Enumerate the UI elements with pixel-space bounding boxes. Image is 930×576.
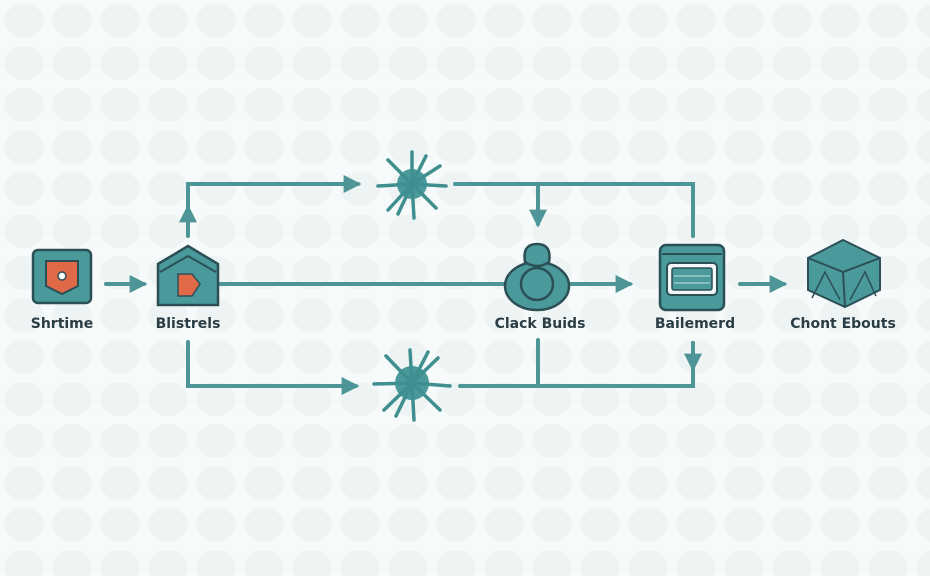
- blistrels-house-icon[interactable]: [156, 244, 220, 307]
- node-label-clack-buids: Clack Buids: [494, 316, 586, 332]
- connectors: [104, 175, 788, 395]
- shrtime-icon[interactable]: [31, 248, 93, 305]
- arrow-to-bottom-hub: [186, 340, 360, 395]
- node-label-chont-ebouts: Chont Ebouts: [790, 316, 896, 332]
- bottom-hub-starburst-icon: [372, 348, 452, 422]
- bailemerd-server-icon[interactable]: [658, 243, 726, 312]
- node-label-bailemerd: Bailemerd: [654, 316, 736, 332]
- node-label-shrtime: Shrtime: [30, 316, 94, 332]
- chont-ebouts-cube-icon[interactable]: [807, 238, 881, 309]
- clack-buids-person-icon[interactable]: [503, 242, 571, 312]
- arrow-to-top-hub: [186, 175, 362, 212]
- line-top-hub-bailemerd: [453, 182, 695, 238]
- node-label-blistrels: Blistrels: [155, 316, 221, 332]
- top-hub-starburst-icon: [376, 150, 448, 220]
